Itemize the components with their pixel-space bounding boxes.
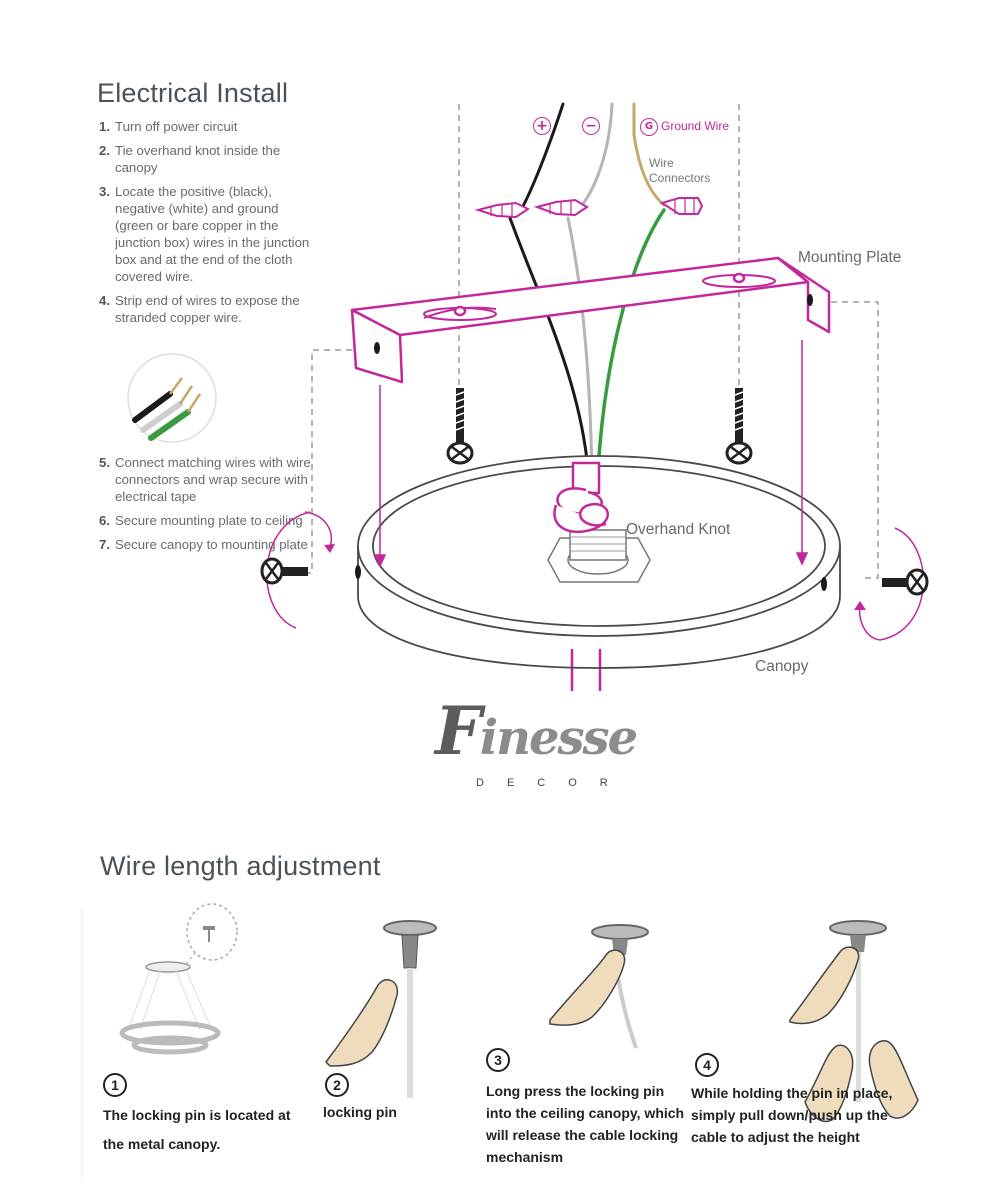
- install-diagram: [127, 102, 929, 692]
- step-item: 1.Turn off power circuit: [99, 119, 238, 134]
- finesse-decor-logo: Finesse DECOR: [425, 690, 638, 810]
- step-caption-4: While holding the pin in place, simply p…: [691, 1085, 893, 1145]
- step-item: 2.Tie overhand knot inside the canopy: [99, 143, 281, 175]
- step-item: 7.Secure canopy to mounting plate: [99, 537, 308, 552]
- finger-icon: [325, 979, 399, 1067]
- mounting-plate: [350, 256, 831, 384]
- plate-hole: [807, 294, 813, 306]
- electrical-install-title: Electrical Install: [97, 78, 289, 108]
- install-steps-bottom: 5.Connect matching wires with wire conne…: [99, 454, 315, 560]
- hands-icon: [804, 1040, 919, 1123]
- stripped-wire-icon: [127, 353, 217, 443]
- step-number-1: 1: [103, 1073, 127, 1097]
- wire-connectors-label: Wire Connectors: [649, 156, 711, 185]
- negative-sign: −: [582, 117, 600, 135]
- ground-wire-label: Ground Wire: [661, 119, 730, 133]
- wire-adjust-illustrations: [81, 903, 919, 1182]
- overhand-knot-label: Overhand Knot: [626, 521, 731, 538]
- step-number-3: 3: [486, 1048, 510, 1072]
- step-caption-2: locking pin: [323, 1104, 397, 1120]
- guide-lines: [290, 104, 879, 579]
- step-item: 3.Locate the positive (black), negative …: [99, 184, 310, 284]
- locking-pin-illustration: [383, 920, 437, 1098]
- step-item: 6.Secure mounting plate to ceiling: [99, 513, 303, 528]
- positive-sign: +: [533, 117, 551, 135]
- step-item: 5.Connect matching wires with wire conne…: [99, 455, 311, 504]
- ground-sign: G: [640, 118, 658, 136]
- step-caption-1: The locking pin is located at the metal …: [103, 1107, 291, 1152]
- chandelier-illustration: [119, 903, 238, 1055]
- finger-icon: [789, 946, 860, 1025]
- step-number-4: 4: [695, 1053, 719, 1077]
- finger-icon: [549, 949, 626, 1026]
- plate-hole: [374, 342, 380, 354]
- center-nut: [547, 529, 651, 583]
- wires: [508, 102, 666, 692]
- screw-icon: [446, 388, 474, 465]
- adjust-cable-illustration: [829, 920, 887, 1102]
- step-item: 4.Strip end of wires to expose the stran…: [99, 293, 300, 325]
- screw-icon: [882, 568, 929, 596]
- logo-subtitle: DECOR: [476, 777, 631, 789]
- overhand-knot: [553, 461, 609, 534]
- logo-wordmark: Finesse: [435, 692, 638, 770]
- install-steps-top: 1.Turn off power circuit 2.Tie overhand …: [99, 118, 315, 333]
- screw-icon: [725, 388, 753, 465]
- canopy-label: Canopy: [755, 658, 809, 675]
- wire-connector-icon: [474, 197, 704, 219]
- arrows: [373, 340, 809, 568]
- step-number-2: 2: [325, 1073, 349, 1097]
- mounting-plate-label: Mounting Plate: [798, 249, 902, 266]
- step-caption-3: Long press the locking pin into the ceil…: [486, 1083, 685, 1165]
- screw-icon: [260, 557, 308, 585]
- wire-adjust-title: Wire length adjustment: [100, 851, 381, 881]
